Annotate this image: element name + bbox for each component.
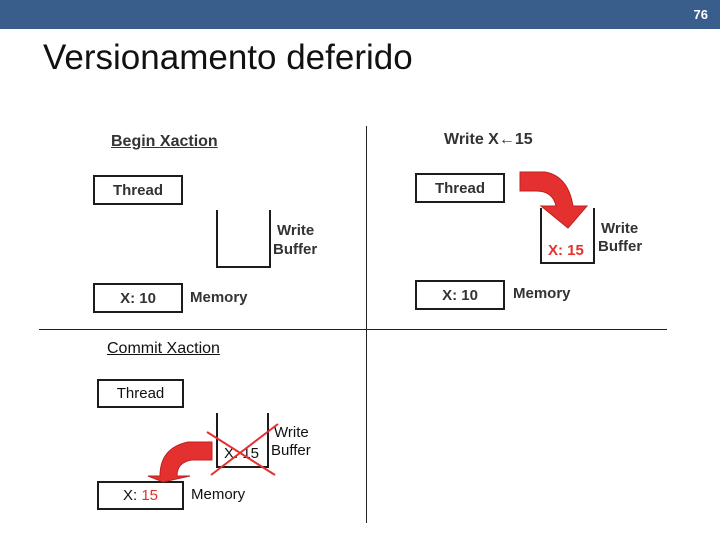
write-arrow-icon [519,171,589,229]
begin-write-buffer [216,210,271,268]
commit-memory-label: Memory [191,486,246,503]
write-memory-label: Memory [513,285,571,302]
write-write-buffer [540,208,595,264]
commit-buffer-label-1: Write [274,424,309,441]
write-thread-box: Thread [415,173,505,203]
commit-write-buffer [216,413,269,468]
commit-thread-box: Thread [97,379,184,408]
begin-buffer-label-2: Buffer [273,241,318,258]
write-memory-box: X: 10 [415,280,505,310]
page-number: 76 [693,7,708,22]
begin-memory-box: X: 10 [93,283,183,313]
horizontal-divider [39,329,667,330]
begin-thread-box: Thread [93,175,183,205]
begin-memory-label: Memory [190,289,248,306]
commit-arrow-icon [147,441,213,483]
slide-title: Versionamento deferido [43,38,413,77]
commit-memory-prefix: X: [122,487,142,504]
vertical-divider [366,126,367,523]
write-heading: Write X←15 [444,131,533,148]
commit-memory-number: 15 [141,487,159,504]
write-buffer-value: X: 15 [548,242,584,259]
commit-heading: Commit Xaction [107,340,220,357]
header-bar: 76 [0,0,720,29]
write-buffer-label-2: Buffer [598,238,643,255]
write-buffer-label-1: Write [601,220,639,237]
begin-heading: Begin Xaction [111,133,218,150]
cross-out-icon [206,423,279,476]
begin-buffer-label-1: Write [277,222,315,239]
commit-memory-box: X: 15 [97,481,184,510]
commit-buffer-label-2: Buffer [271,442,311,459]
